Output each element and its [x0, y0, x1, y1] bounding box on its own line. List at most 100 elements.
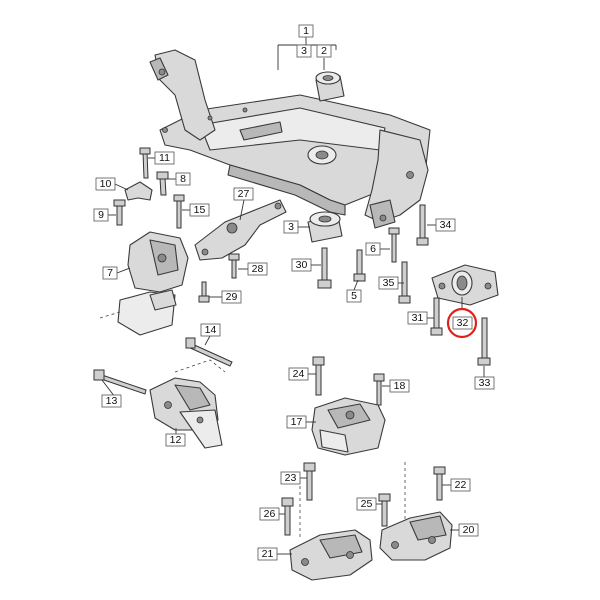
callout-32: 32 — [446, 307, 478, 339]
bolt-9 — [113, 199, 126, 226]
svg-text:26: 26 — [264, 508, 276, 520]
callout-26: 26 — [259, 507, 280, 521]
svg-text:33: 33 — [479, 377, 491, 389]
highlight-ring — [446, 307, 478, 339]
svg-text:28: 28 — [252, 263, 264, 275]
bolt-22 — [433, 466, 446, 501]
callout-30: 30 — [291, 258, 312, 272]
callout-23: 23 — [280, 471, 301, 485]
bushing-3 — [307, 211, 343, 243]
svg-text:1: 1 — [303, 25, 309, 37]
bolt-5 — [353, 249, 366, 282]
callout-10: 10 — [95, 177, 116, 191]
callout-14: 14 — [200, 323, 221, 337]
bolt-23 — [303, 462, 316, 501]
svg-text:29: 29 — [226, 291, 238, 303]
callout-17: 17 — [286, 415, 307, 429]
callout-22: 22 — [450, 478, 471, 492]
bracket-21 — [289, 529, 373, 581]
mount-7-base — [99, 289, 177, 336]
svg-text:21: 21 — [262, 548, 274, 560]
svg-text:17: 17 — [291, 416, 303, 428]
svg-text:30: 30 — [296, 259, 308, 271]
bolt-35 — [398, 261, 411, 304]
callout-35: 35 — [378, 276, 399, 290]
callout-8: 8 — [175, 172, 191, 186]
svg-text:32: 32 — [457, 317, 469, 329]
svg-text:34: 34 — [440, 219, 452, 231]
svg-text:14: 14 — [205, 324, 217, 336]
callout-2: 2 — [316, 44, 332, 58]
callout-31: 31 — [407, 311, 428, 325]
svg-text:22: 22 — [455, 479, 467, 491]
svg-text:3: 3 — [288, 221, 294, 233]
svg-text:31: 31 — [412, 312, 424, 324]
callout-1: 1 — [298, 24, 314, 38]
callout-5: 5 — [346, 289, 362, 303]
engine-mount-7 — [127, 231, 189, 293]
bolt-15 — [173, 194, 185, 229]
bolt-26 — [281, 497, 294, 536]
svg-text:23: 23 — [285, 472, 297, 484]
svg-text:11: 11 — [159, 152, 170, 164]
bolt-14 — [185, 337, 233, 367]
callout-33: 33 — [474, 376, 495, 390]
callout-3-lower: 3 — [283, 220, 299, 234]
bolt-33 — [477, 317, 491, 366]
callout-12: 12 — [165, 433, 186, 447]
callout-11: 11 — [154, 151, 175, 165]
bolt-6 — [388, 227, 400, 263]
callout-6: 6 — [365, 242, 381, 256]
callout-34: 34 — [435, 218, 456, 232]
svg-text:24: 24 — [293, 368, 305, 380]
bolt-28 — [228, 253, 240, 279]
bolt-8 — [156, 171, 169, 196]
svg-text:3: 3 — [301, 45, 307, 57]
bolt-25 — [378, 493, 391, 527]
bolt-34 — [416, 204, 429, 246]
svg-text:15: 15 — [194, 204, 206, 216]
leader-lines — [101, 36, 485, 555]
bracket-32 — [431, 264, 499, 306]
callout-7: 7 — [102, 266, 118, 280]
callout-15: 15 — [189, 203, 210, 217]
bolt-18 — [373, 373, 385, 406]
pendulum-support-27 — [194, 199, 287, 261]
svg-text:18: 18 — [394, 380, 406, 392]
svg-text:10: 10 — [100, 178, 112, 190]
callout-9: 9 — [93, 208, 109, 222]
svg-text:35: 35 — [383, 277, 395, 289]
svg-text:7: 7 — [107, 267, 113, 279]
mount-17 — [311, 397, 386, 456]
callout-28: 28 — [247, 262, 268, 276]
callout-3-top: 3 — [296, 44, 312, 58]
callout-labels: 1 2 3 3 5 6 7 8 9 10 11 12 13 14 15 17 1… — [93, 24, 495, 561]
bolt-30 — [317, 247, 332, 289]
svg-text:5: 5 — [351, 290, 357, 302]
svg-text:2: 2 — [321, 45, 327, 57]
svg-text:6: 6 — [370, 243, 376, 255]
svg-text:20: 20 — [463, 524, 475, 536]
transmission-mount-12 — [149, 359, 226, 449]
svg-text:27: 27 — [238, 188, 250, 200]
bolt-29 — [198, 281, 210, 303]
callout-29: 29 — [221, 290, 242, 304]
callout-18: 18 — [389, 379, 410, 393]
bolt-13 — [93, 369, 147, 395]
callout-21: 21 — [257, 547, 278, 561]
callout-13: 13 — [101, 394, 122, 408]
subframe — [149, 49, 431, 229]
bolt-11 — [139, 147, 151, 179]
callout-24: 24 — [288, 367, 309, 381]
svg-text:8: 8 — [180, 173, 186, 185]
bushing-2 — [315, 71, 345, 102]
svg-text:12: 12 — [170, 434, 182, 446]
svg-text:25: 25 — [361, 498, 373, 510]
callout-25: 25 — [356, 497, 377, 511]
bolt-24 — [312, 356, 325, 396]
bracket-20 — [379, 511, 453, 561]
svg-text:9: 9 — [98, 209, 104, 221]
bracket-10 — [124, 181, 153, 201]
svg-text:13: 13 — [106, 395, 118, 407]
